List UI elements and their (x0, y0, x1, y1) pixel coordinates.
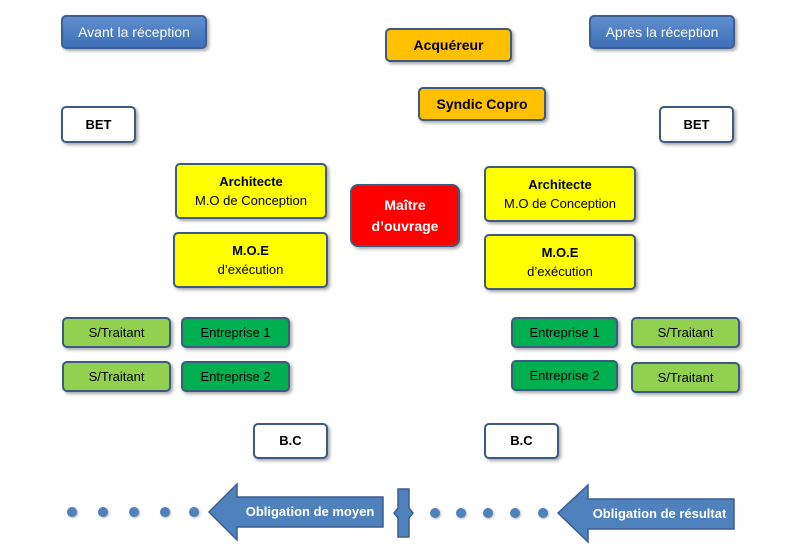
after-reception-box: Après la réception (589, 15, 735, 49)
dot (510, 508, 520, 518)
center-marker-shape (393, 488, 414, 538)
straitant-box-right-1: S/Traitant (631, 317, 740, 348)
entreprise2-label-right: Entreprise 2 (529, 367, 600, 383)
straitant-label-right-1: S/Traitant (657, 324, 714, 340)
bet-label-right: BET (683, 116, 710, 132)
obligation-moyen-label: Obligation de moyen (245, 504, 375, 519)
bc-box-right: B.C (484, 423, 559, 459)
after-reception-label: Après la réception (605, 23, 719, 40)
straitant-label-left-1: S/Traitant (88, 324, 145, 340)
dot (538, 508, 548, 518)
moe-sub-left: d’exécution (217, 262, 284, 277)
dot (456, 508, 466, 518)
moe-title-left: M.O.E (232, 242, 269, 258)
straitant-box-left-1: S/Traitant (62, 317, 171, 348)
dot (98, 507, 108, 517)
maitre-line1: Maître (384, 196, 426, 213)
straitant-box-left-2: S/Traitant (62, 361, 171, 392)
entreprise1-label-left: Entreprise 1 (200, 324, 271, 340)
architecte-title-left: Architecte (219, 173, 283, 189)
before-reception-label: Avant la réception (78, 23, 190, 40)
bet-label-left: BET (85, 116, 112, 132)
entreprise2-box-left: Entreprise 2 (181, 361, 290, 392)
bc-label-left: B.C (279, 433, 302, 449)
architecte-title-right: Architecte (528, 176, 592, 192)
architecte-box-right: Architecte M.O de Conception (484, 166, 636, 222)
moe-box-left: M.O.E d’exécution (173, 232, 328, 288)
architecte-sub-right: M.O de Conception (503, 196, 616, 211)
acquereur-box: Acquéreur (385, 28, 512, 62)
dot (430, 508, 440, 518)
bet-box-right: BET (659, 106, 734, 143)
dot (483, 508, 493, 518)
straitant-label-right-2: S/Traitant (657, 369, 714, 385)
dot (189, 507, 199, 517)
straitant-box-right-2: S/Traitant (631, 362, 740, 393)
maitre-line2: d’ouvrage (371, 217, 439, 234)
dot (67, 507, 77, 517)
bc-box-left: B.C (253, 423, 328, 459)
acquereur-label: Acquéreur (413, 36, 484, 53)
obligation-resultat-label: Obligation de résultat (592, 506, 727, 521)
entreprise2-label-left: Entreprise 2 (200, 368, 271, 384)
entreprise1-box-right: Entreprise 1 (511, 317, 618, 348)
architecte-box-left: Architecte M.O de Conception (175, 163, 327, 219)
maitre-ouvrage-box: Maître d’ouvrage (350, 184, 460, 247)
straitant-label-left-2: S/Traitant (88, 368, 145, 384)
dot (129, 507, 139, 517)
bet-box-left: BET (61, 106, 136, 143)
moe-title-right: M.O.E (541, 244, 579, 260)
dot (160, 507, 170, 517)
moe-box-right: M.O.E d’exécution (484, 234, 636, 290)
architecte-sub-left: M.O de Conception (194, 193, 307, 208)
syndic-copro-box: Syndic Copro (418, 87, 546, 121)
syndic-copro-label: Syndic Copro (436, 95, 528, 112)
bc-label-right: B.C (510, 433, 533, 449)
entreprise1-box-left: Entreprise 1 (181, 317, 290, 348)
entreprise1-label-right: Entreprise 1 (529, 324, 600, 340)
before-reception-box: Avant la réception (61, 15, 207, 49)
moe-sub-right: d’exécution (527, 264, 593, 279)
entreprise2-box-right: Entreprise 2 (511, 360, 618, 391)
